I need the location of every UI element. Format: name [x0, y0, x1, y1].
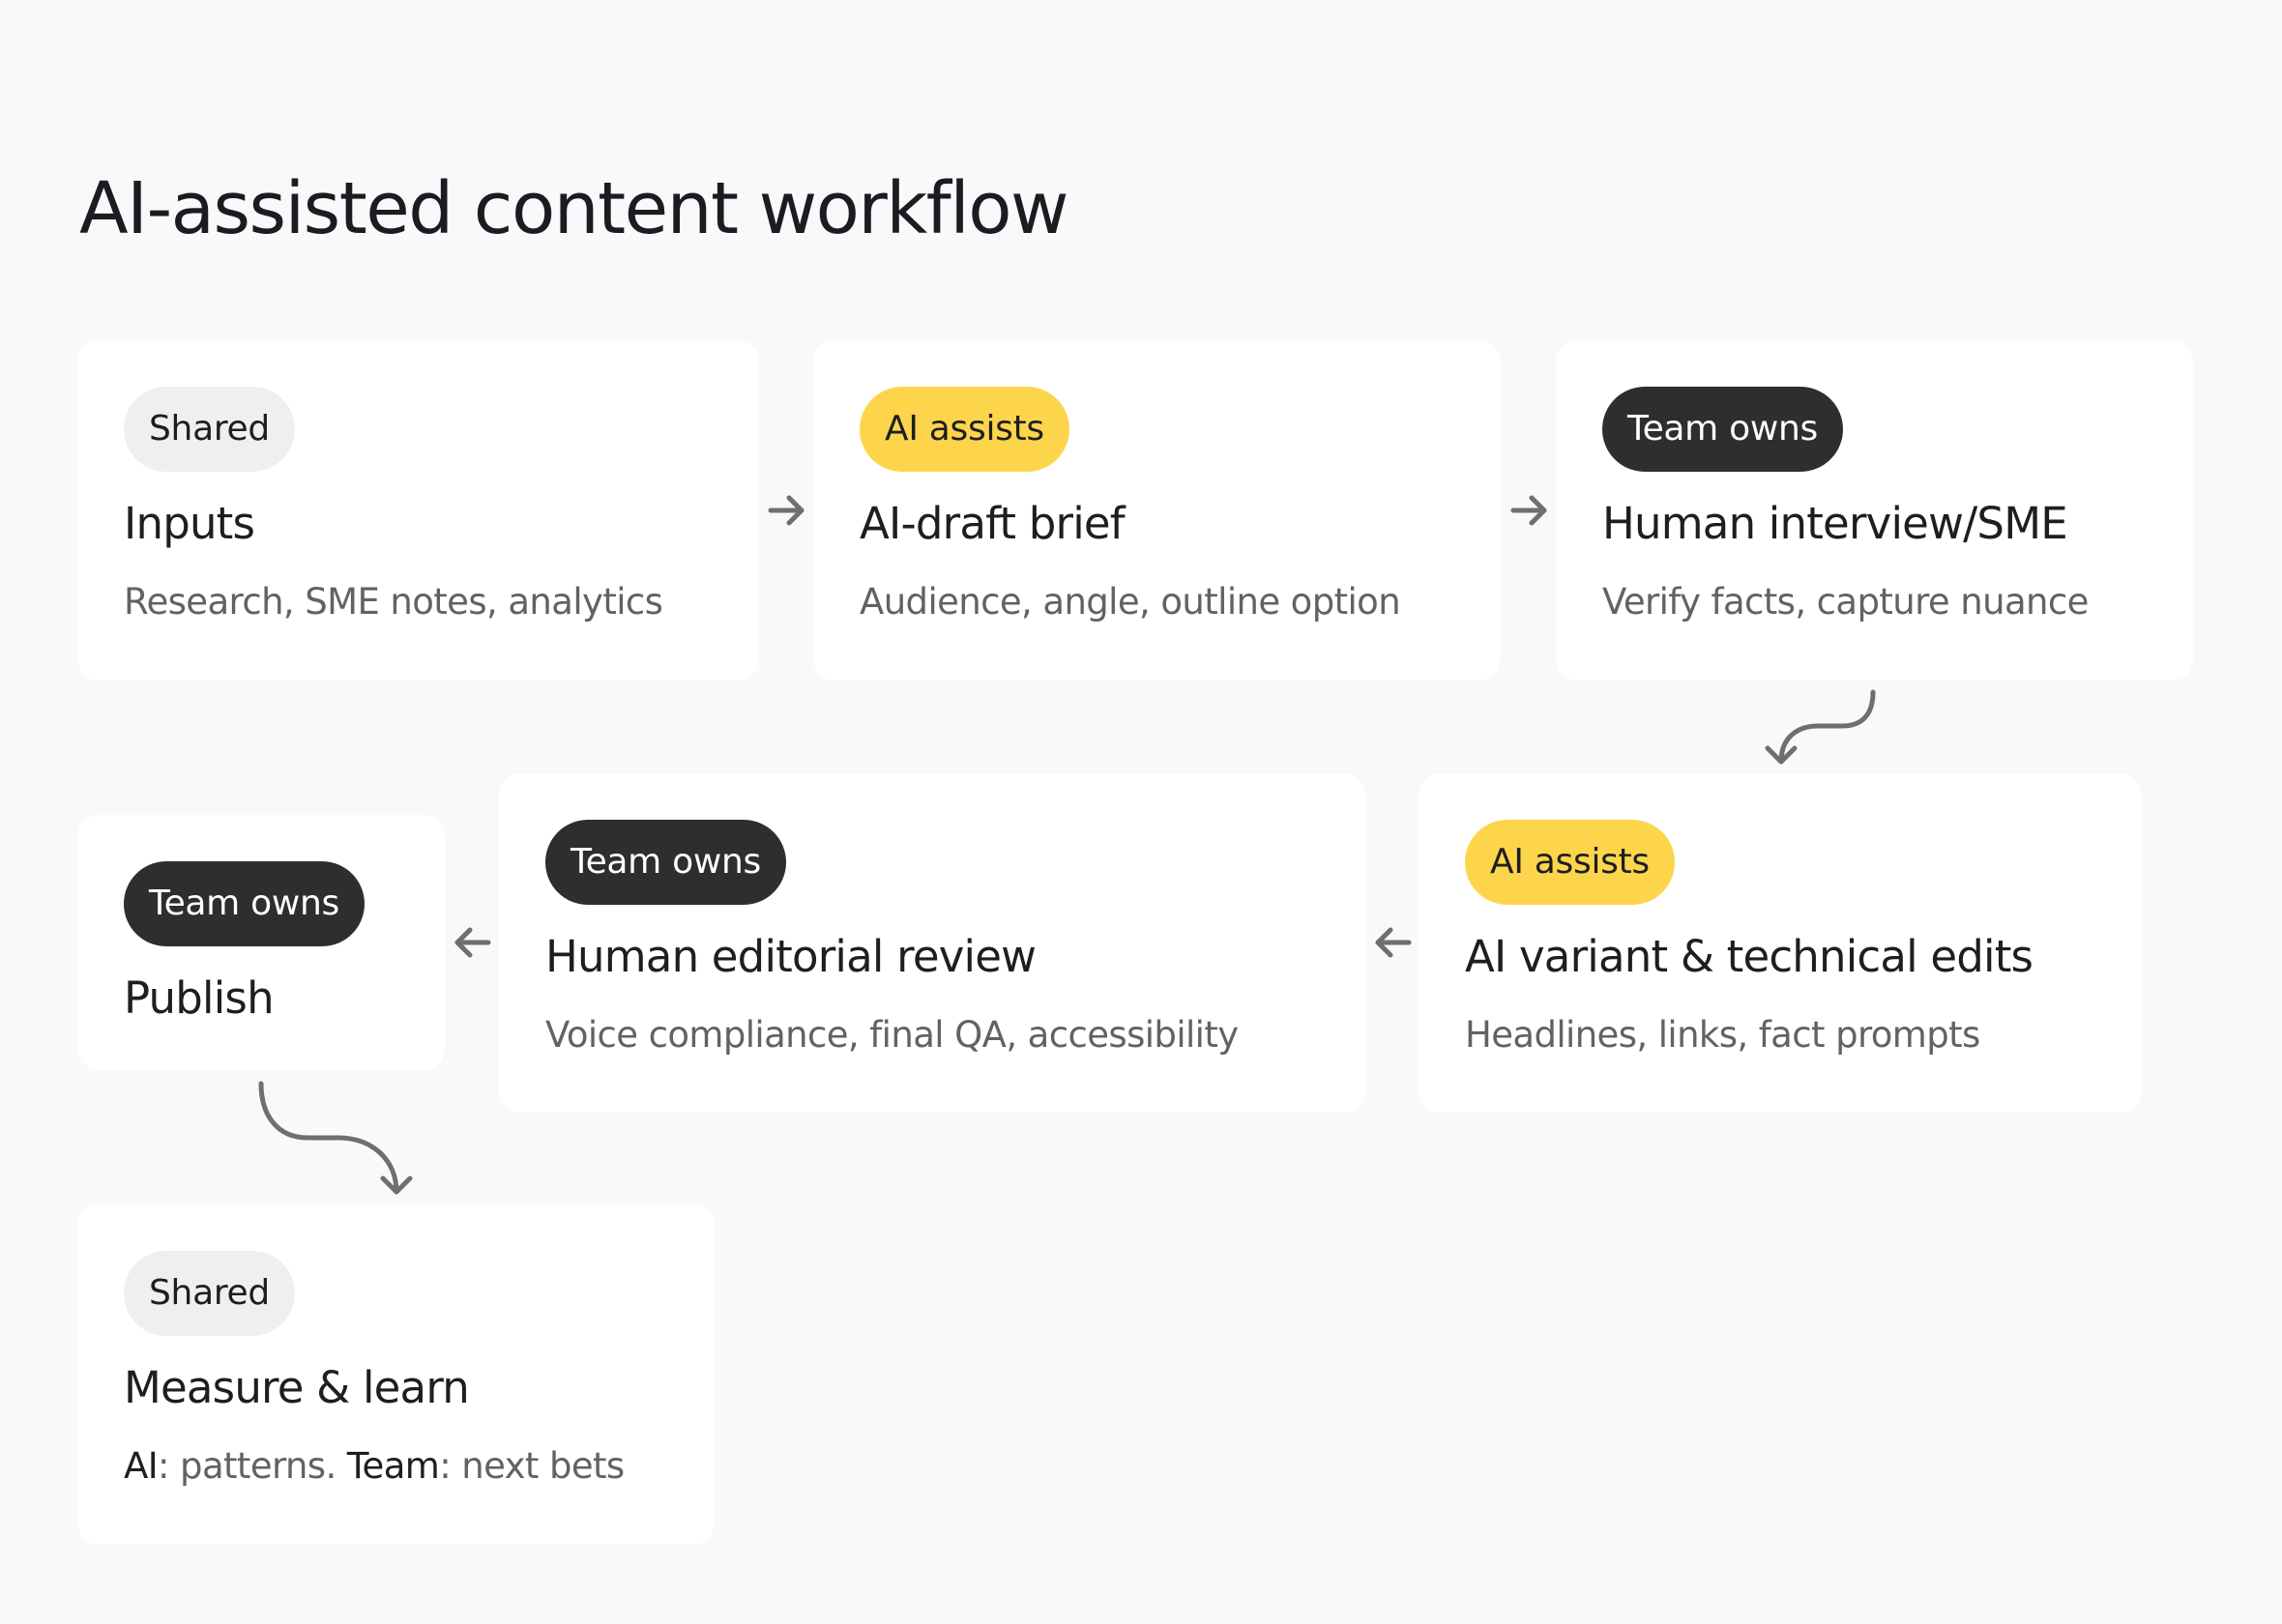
step-card-measure-learn: Shared Measure & learn AI: patterns. Tea… — [77, 1204, 715, 1545]
arrow-left-icon — [454, 927, 491, 958]
step-title: Human interview/SME — [1602, 498, 2068, 549]
step-description: Audience, angle, outline option — [860, 581, 1401, 623]
arrow-right-icon — [1510, 495, 1547, 526]
arrow-right-icon — [768, 495, 805, 526]
step-title: Human editorial review — [545, 931, 1037, 982]
curved-arrow-down-right-icon — [258, 1081, 413, 1195]
ai-label: AI — [124, 1445, 159, 1487]
step-title: Measure & learn — [124, 1362, 470, 1413]
step-card-ai-draft-brief: AI assists AI-draft brief Audience, angl… — [813, 340, 1501, 681]
team-label: Team — [346, 1445, 440, 1487]
step-title: Publish — [124, 972, 275, 1024]
step-description: Verify facts, capture nuance — [1602, 581, 2089, 623]
ownership-badge: Team owns — [124, 861, 365, 946]
ownership-badge: Team owns — [1602, 387, 1843, 472]
step-card-publish: Team owns Publish — [77, 815, 445, 1070]
step-card-editorial-review: Team owns Human editorial review Voice c… — [499, 773, 1365, 1113]
ownership-badge: Shared — [124, 387, 295, 472]
step-card-inputs: Shared Inputs Research, SME notes, analy… — [77, 340, 759, 681]
step-card-human-interview: Team owns Human interview/SME Verify fac… — [1556, 340, 2193, 681]
arrow-left-icon — [1375, 927, 1412, 958]
step-description: Research, SME notes, analytics — [124, 581, 663, 623]
ownership-badge: AI assists — [860, 387, 1069, 472]
ownership-badge: AI assists — [1465, 820, 1675, 905]
ownership-badge: Shared — [124, 1251, 295, 1336]
step-description: Headlines, links, fact prompts — [1465, 1014, 1980, 1056]
step-description: Voice compliance, final QA, accessibilit… — [545, 1014, 1239, 1056]
step-title: Inputs — [124, 498, 255, 549]
team-role-text: : next bets — [439, 1445, 625, 1487]
curved-arrow-down-left-icon — [1765, 689, 1876, 765]
ai-role-text: : patterns. — [158, 1445, 347, 1487]
step-card-ai-variant: AI assists AI variant & technical edits … — [1419, 773, 2142, 1113]
step-title: AI-draft brief — [860, 498, 1126, 549]
ownership-badge: Team owns — [545, 820, 786, 905]
step-description: AI: patterns. Team: next bets — [124, 1440, 668, 1493]
step-title: AI variant & technical edits — [1465, 931, 2033, 982]
page-title: AI-assisted content workflow — [79, 167, 1069, 250]
